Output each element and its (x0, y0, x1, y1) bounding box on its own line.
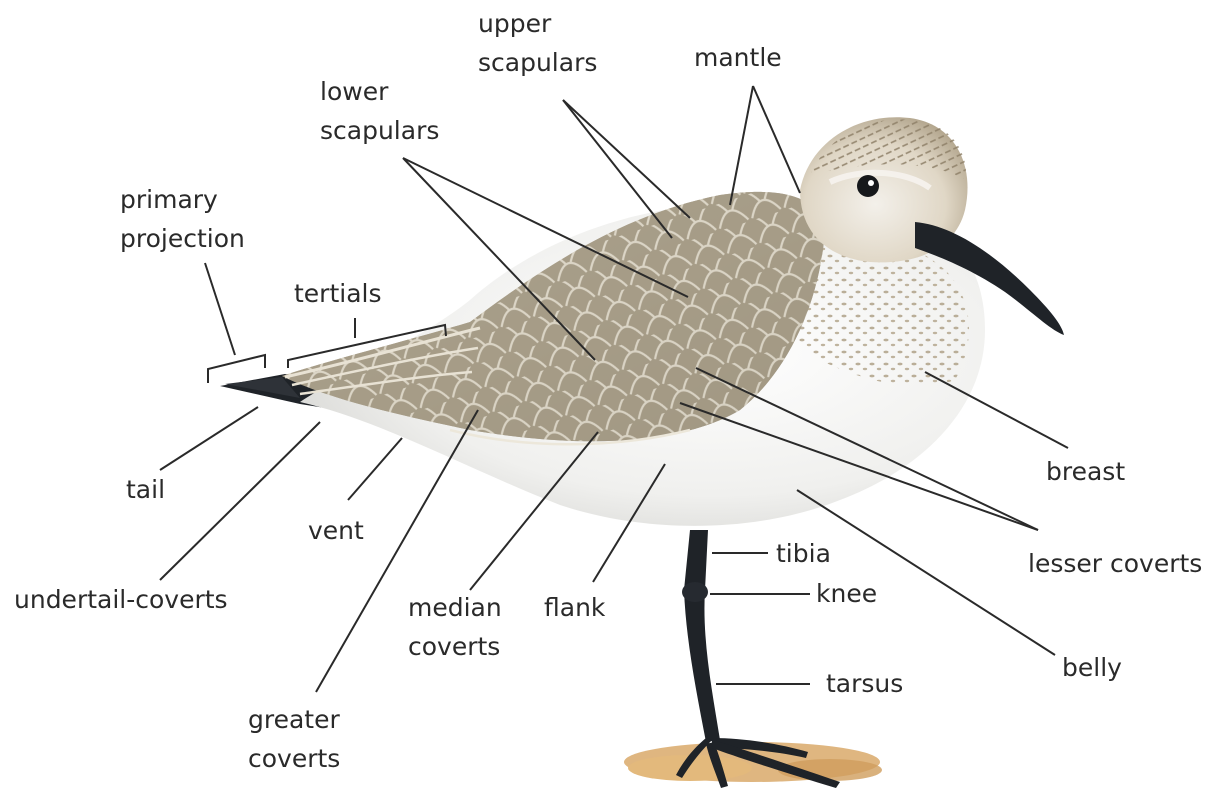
leader-vent (348, 438, 402, 500)
label-belly: belly (1062, 648, 1122, 687)
label-median-coverts: median coverts (408, 588, 502, 666)
label-tibia: tibia (776, 534, 831, 573)
label-upper-scapulars: upper scapulars (478, 4, 597, 82)
leader-mantle-b (753, 86, 800, 193)
label-undertail-coverts: undertail-coverts (14, 580, 228, 619)
leader-tail (160, 407, 258, 470)
label-knee: knee (816, 574, 877, 613)
bracket-primary-projection (208, 355, 265, 383)
label-tail: tail (126, 470, 165, 509)
label-greater-coverts: greater coverts (248, 700, 340, 778)
leader-mantle-a (730, 86, 753, 205)
leader-belly (797, 490, 1055, 655)
label-flank: flank (544, 588, 605, 627)
label-mantle: mantle (694, 38, 782, 77)
label-lower-scapulars: lower scapulars (320, 72, 439, 150)
leader-undertail-coverts (160, 422, 320, 580)
leader-upper-scapulars-a (563, 100, 690, 218)
label-primary-projection: primary projection (120, 180, 245, 258)
label-tertials: tertials (294, 274, 382, 313)
label-breast: breast (1046, 452, 1125, 491)
leader-upper-scapulars-b (563, 100, 672, 238)
label-vent: vent (308, 511, 364, 550)
label-tarsus: tarsus (826, 664, 903, 703)
leader-primary-projection (205, 263, 235, 355)
label-lesser-coverts: lesser coverts (1028, 544, 1202, 583)
